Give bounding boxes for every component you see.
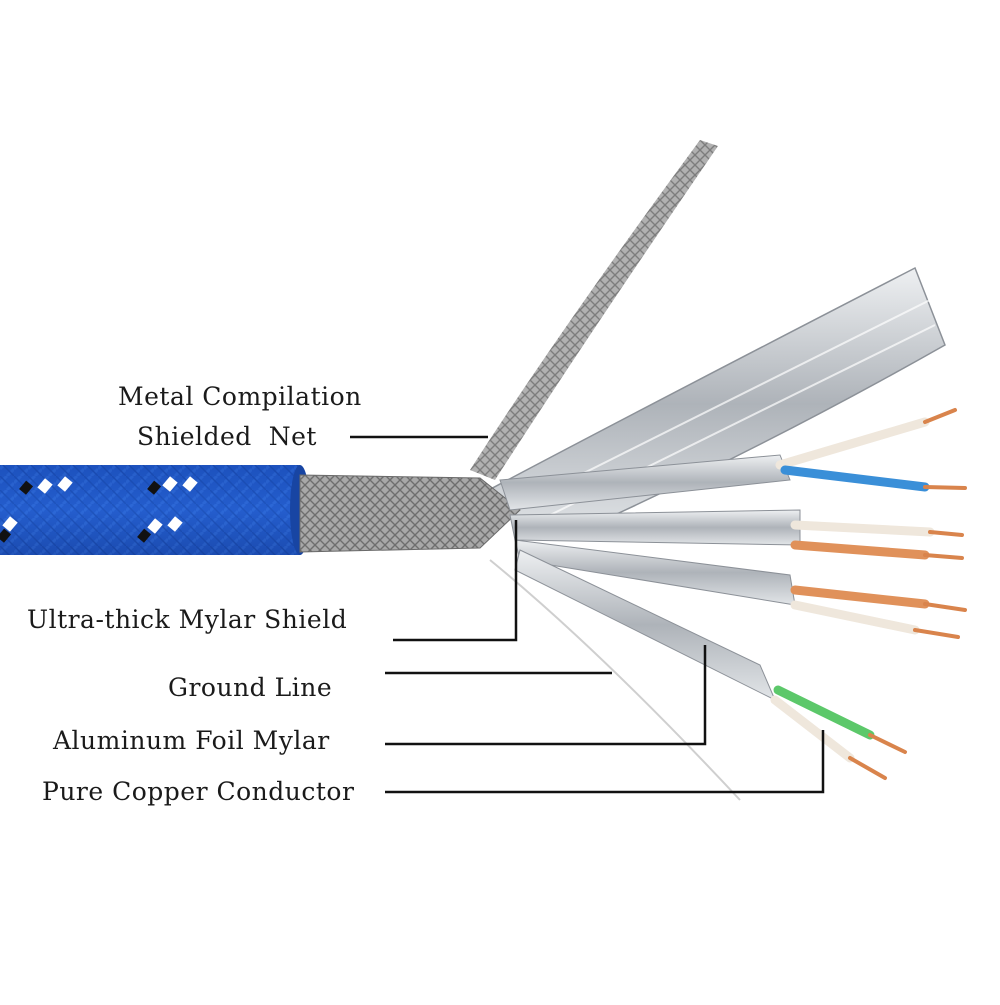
leader-aluminum-foil bbox=[385, 645, 707, 746]
outer-jacket bbox=[0, 465, 310, 555]
label-metal-net-line2: Shielded Net bbox=[137, 422, 317, 451]
label-copper-conductor: Pure Copper Conductor bbox=[42, 777, 355, 806]
label-ground-line: Ground Line bbox=[168, 673, 333, 702]
label-metal-net-line1: Metal Compilation bbox=[118, 382, 362, 411]
shielded-pairs bbox=[499, 454, 801, 702]
leader-lines bbox=[350, 435, 825, 794]
drain-braid bbox=[470, 140, 718, 480]
leader-copper-conductor bbox=[385, 730, 825, 794]
label-aluminum-foil: Aluminum Foil Mylar bbox=[53, 726, 330, 755]
wire-pairs bbox=[770, 408, 967, 780]
braid-shield bbox=[299, 474, 521, 553]
label-mylar-shield: Ultra-thick Mylar Shield bbox=[27, 605, 348, 634]
leader-mylar-shield bbox=[393, 520, 518, 642]
ground-wire bbox=[489, 559, 741, 801]
